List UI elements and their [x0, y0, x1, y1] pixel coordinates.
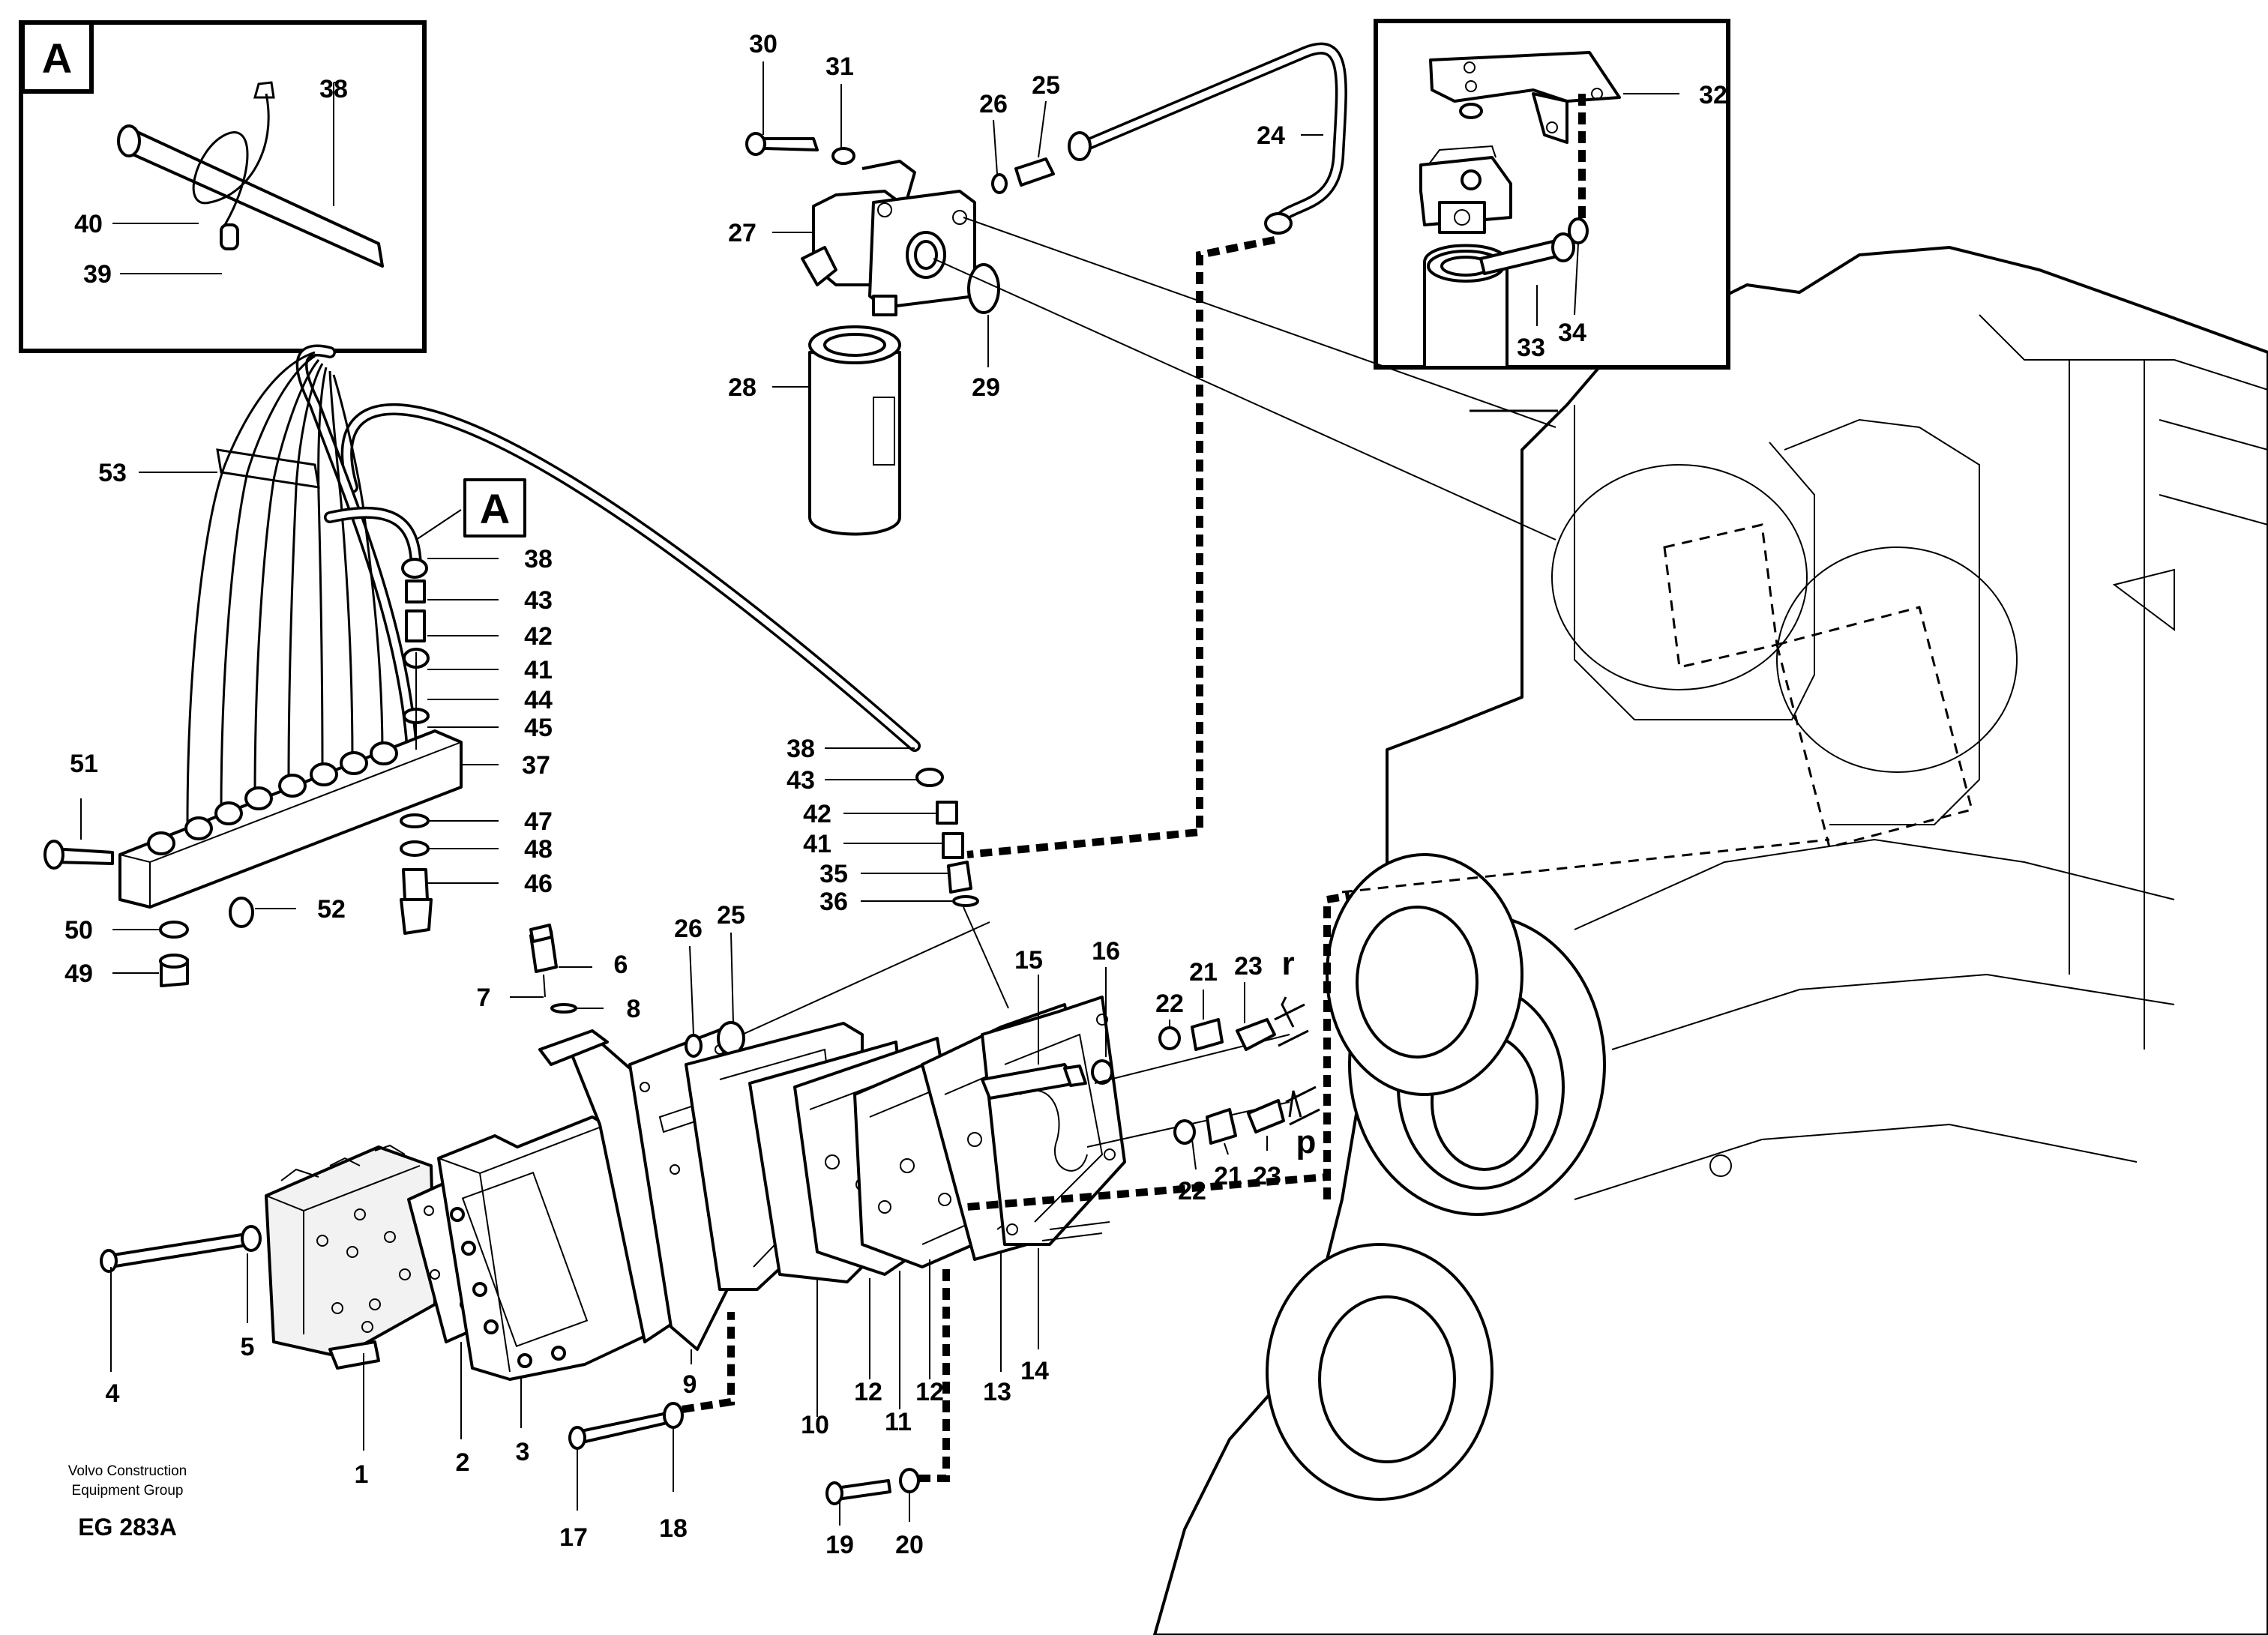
callout-inset-40: 40 — [74, 210, 103, 238]
drawing-footer: Volvo Construction Equipment Group EG 28… — [68, 1463, 187, 1541]
inset-a-label: A — [42, 34, 72, 82]
callout-19: 19 — [825, 1531, 854, 1559]
callout-20: 20 — [895, 1531, 924, 1559]
callout-5: 5 — [241, 1333, 255, 1361]
callout-28: 28 — [728, 373, 756, 402]
callout-2: 2 — [456, 1448, 470, 1477]
callout-31: 31 — [825, 52, 854, 81]
footer-company-line2: Equipment Group — [72, 1483, 184, 1499]
callout-27: 27 — [728, 219, 756, 247]
flow-label-p: p — [1296, 1124, 1317, 1160]
callout-9: 9 — [683, 1370, 697, 1399]
callout-26b: 26 — [674, 915, 703, 943]
callout-13: 13 — [983, 1378, 1011, 1406]
inset-a: A 38 40 39 — [19, 20, 427, 353]
callout-22a: 22 — [1155, 990, 1184, 1018]
callout-49: 49 — [64, 960, 93, 988]
plate-14 — [981, 996, 1126, 1246]
callout-10: 10 — [801, 1411, 829, 1439]
callout-44: 44 — [524, 686, 553, 714]
callout-3: 3 — [516, 1438, 530, 1466]
drawing-id: EG 283A — [78, 1514, 177, 1541]
callout-36: 36 — [819, 888, 848, 916]
bracket-32 — [1429, 51, 1621, 103]
callout-25: 25 — [1032, 71, 1060, 100]
callout-16: 16 — [1092, 937, 1120, 966]
callout-38b: 38 — [786, 735, 815, 763]
callout-15: 15 — [1014, 946, 1043, 975]
callout-32: 32 — [1699, 81, 1727, 109]
callout-30: 30 — [749, 30, 777, 58]
callout-inset-38: 38 — [319, 75, 348, 103]
callout-45: 45 — [524, 714, 553, 742]
control-valve-stack: 4 5 1 2 3 6 7 8 9 — [100, 892, 1350, 1559]
callout-1: 1 — [355, 1460, 369, 1489]
callout-33: 33 — [1517, 334, 1545, 362]
callout-17: 17 — [559, 1523, 588, 1552]
callout-12a: 12 — [854, 1378, 882, 1406]
callout-inset-39: 39 — [83, 260, 112, 289]
main-a-label: A — [480, 485, 510, 532]
callout-8: 8 — [627, 995, 641, 1023]
callout-14: 14 — [1020, 1357, 1049, 1385]
callout-23a: 23 — [1234, 952, 1263, 981]
block-connectors — [147, 741, 398, 855]
callout-42a: 42 — [524, 622, 553, 651]
filter-canister-28 — [808, 351, 901, 536]
callout-21a: 21 — [1189, 958, 1218, 987]
callout-6: 6 — [614, 951, 628, 979]
callout-24: 24 — [1257, 121, 1285, 150]
callout-52: 52 — [317, 895, 346, 924]
callout-7: 7 — [477, 984, 491, 1012]
callout-26: 26 — [979, 90, 1008, 118]
callout-37: 37 — [522, 751, 550, 780]
callout-51: 51 — [70, 750, 98, 778]
pipe-fittings: 38 43 42 41 35 36 — [786, 735, 1009, 1009]
callout-25b: 25 — [717, 901, 745, 930]
callout-38a: 38 — [524, 545, 553, 573]
callout-11: 11 — [885, 1408, 912, 1436]
callout-41a: 41 — [524, 656, 553, 684]
flow-label-r: r — [1281, 945, 1294, 982]
callout-35: 35 — [819, 860, 848, 888]
callout-4: 4 — [106, 1379, 120, 1408]
footer-company-line1: Volvo Construction — [68, 1463, 187, 1479]
callout-12b: 12 — [915, 1378, 944, 1406]
callout-53: 53 — [98, 459, 127, 487]
oil-filter-assembly: 30 31 27 28 29 26 25 24 — [728, 30, 1556, 858]
bracket-inset: 32 33 34 — [1374, 19, 1730, 412]
callout-34: 34 — [1558, 319, 1586, 347]
callout-50: 50 — [64, 916, 93, 945]
wiring-harness: 53 A 37 38 43 42 41 — [43, 344, 921, 988]
callout-41b: 41 — [803, 830, 831, 858]
callout-43a: 43 — [524, 586, 553, 615]
callout-18: 18 — [659, 1514, 688, 1543]
callout-42b: 42 — [803, 800, 831, 828]
transmission-housing — [1153, 246, 2268, 1635]
valve-body-1 — [265, 1145, 436, 1358]
callout-48: 48 — [524, 835, 553, 864]
callout-29: 29 — [972, 373, 1000, 402]
callout-47: 47 — [524, 807, 553, 836]
callout-46: 46 — [524, 870, 553, 898]
callout-43b: 43 — [786, 766, 815, 795]
